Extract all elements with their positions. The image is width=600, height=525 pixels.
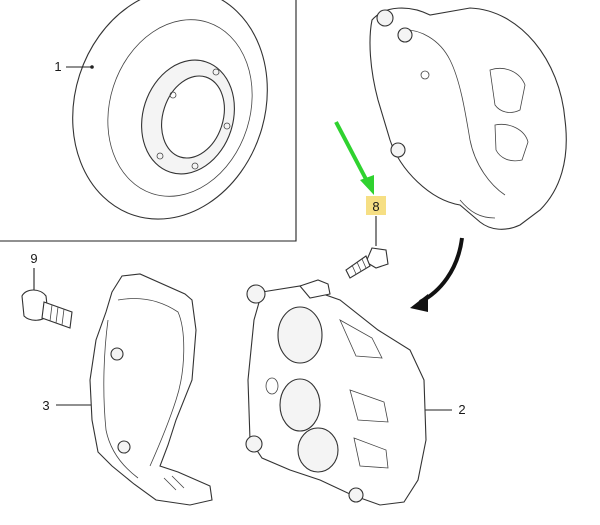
callout-8-highlight — [366, 196, 386, 215]
callout-3: 3 — [42, 398, 92, 413]
callout-2: 2 — [424, 402, 466, 417]
curved-arrow-icon — [410, 237, 464, 312]
caliper-carrier-bracket — [89, 273, 213, 506]
callout-9-label: 9 — [30, 251, 37, 266]
callout-2-label: 2 — [458, 402, 465, 417]
green-arrow-icon — [334, 121, 374, 195]
bleed-screw — [345, 247, 389, 279]
brake-caliper — [245, 279, 427, 506]
callout-1: 1 — [54, 59, 94, 74]
disc-inset-frame — [0, 0, 297, 242]
callout-8: 8 — [366, 196, 386, 246]
callout-8-label: 8 — [372, 199, 379, 214]
caliper-assembly-upper — [369, 7, 567, 230]
callout-3-label: 3 — [42, 398, 49, 413]
mounting-bolt — [21, 289, 73, 329]
callout-1-label: 1 — [54, 59, 61, 74]
brake-disc — [72, 0, 268, 220]
callout-9: 9 — [30, 251, 38, 292]
